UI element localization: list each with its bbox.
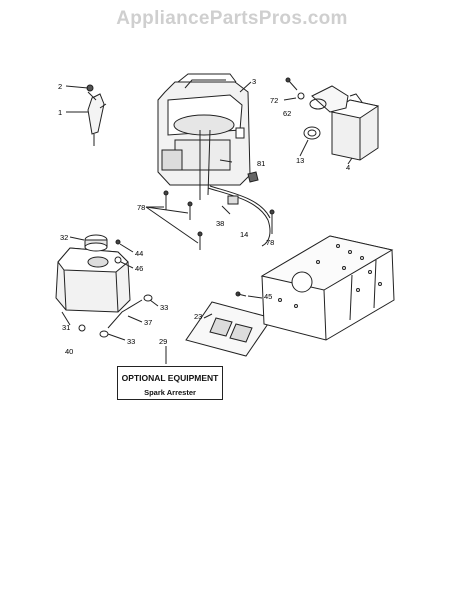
callout-2: 2 [58,82,62,91]
callout-62: 62 [283,109,291,118]
callout-1: 1 [58,108,62,117]
fuel-tank-part [55,247,131,313]
fuel-hose-part [107,299,143,329]
throttle-control-part [86,84,107,146]
callout-4: 4 [346,163,350,172]
callout-3: 3 [252,77,256,86]
callout-33-upper: 33 [160,303,168,312]
callout-38: 38 [216,219,224,228]
heat-shield-part [185,301,273,357]
bolt-part [288,80,298,91]
callout-44: 44 [135,249,143,258]
fuel-line-part [207,187,271,247]
callout-13: 13 [296,156,304,165]
callout-81: 81 [257,159,265,168]
spark-arrester-label: Spark Arrester [144,388,196,397]
engine-part [157,73,251,200]
callout-45: 45 [264,292,272,301]
frame-plate-part [260,235,395,341]
callout-33-lower: 33 [127,337,135,346]
callout-46: 46 [135,264,143,273]
callout-40: 40 [65,347,73,356]
muffler-part [309,85,380,161]
callout-78-right: 78 [266,238,274,247]
gasket-part [303,126,321,140]
nut-part [247,171,259,183]
callout-78-left: 78 [137,203,145,212]
site-watermark: AppliancePartsPros.com [116,8,348,29]
callout-23: 23 [194,312,202,321]
callout-29: 29 [159,337,167,346]
callout-37: 37 [144,318,152,327]
callout-31: 31 [62,323,70,332]
callout-72: 72 [270,96,278,105]
callout-14: 14 [240,230,248,239]
optional-equipment-title: OPTIONAL EQUIPMENT [121,373,219,383]
callout-32: 32 [60,233,68,242]
optional-equipment-box: OPTIONAL EQUIPMENT Spark Arrester [117,366,223,400]
